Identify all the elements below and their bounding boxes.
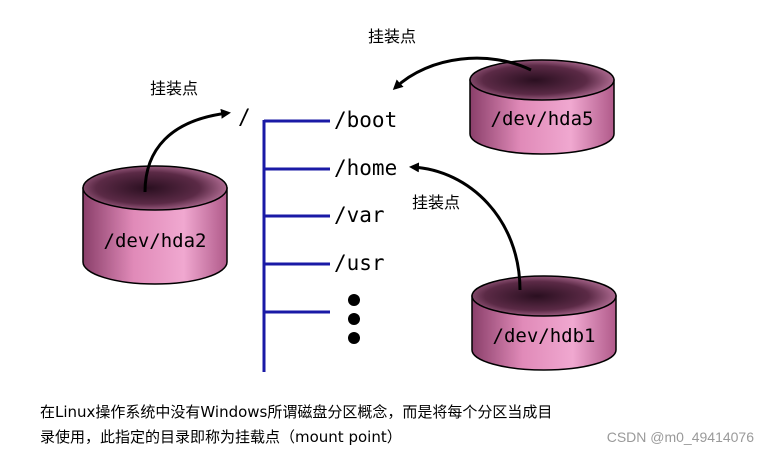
disk-hda5-label: /dev/hda5	[491, 108, 594, 130]
ellipsis-dots	[348, 294, 360, 344]
dir-home-label: /home	[334, 156, 397, 180]
arrow-hda2-to-root	[143, 108, 231, 193]
mount-label-home: 挂装点	[412, 193, 460, 212]
root-dir-label: /	[238, 105, 251, 129]
disk-hda5: /dev/hda5	[469, 59, 615, 155]
caption-line-1: 在Linux操作系统中没有Windows所谓磁盘分区概念，而是将每个分区当成目	[40, 403, 552, 421]
dir-var-label: /var	[334, 203, 385, 227]
watermark: CSDN @m0_49414076	[607, 429, 755, 445]
disk-hdb1-label: /dev/hdb1	[493, 325, 596, 347]
disk-hda2-label: /dev/hda2	[104, 230, 207, 252]
mount-label-root: 挂装点	[150, 79, 198, 98]
directory-tree	[262, 119, 330, 372]
dir-usr-label: /usr	[334, 251, 385, 275]
arrow-hda5-to-boot	[392, 56, 532, 91]
mount-label-boot: 挂装点	[368, 27, 416, 46]
disk-hda2: /dev/hda2	[82, 165, 228, 285]
dir-boot-label: /boot	[334, 108, 397, 132]
disk-hdb1: /dev/hdb1	[471, 275, 617, 371]
arrow-hdb1-to-home	[409, 162, 522, 291]
caption-line-2: 录使用，此指定的目录即称为挂载点（mount point）	[40, 428, 402, 446]
